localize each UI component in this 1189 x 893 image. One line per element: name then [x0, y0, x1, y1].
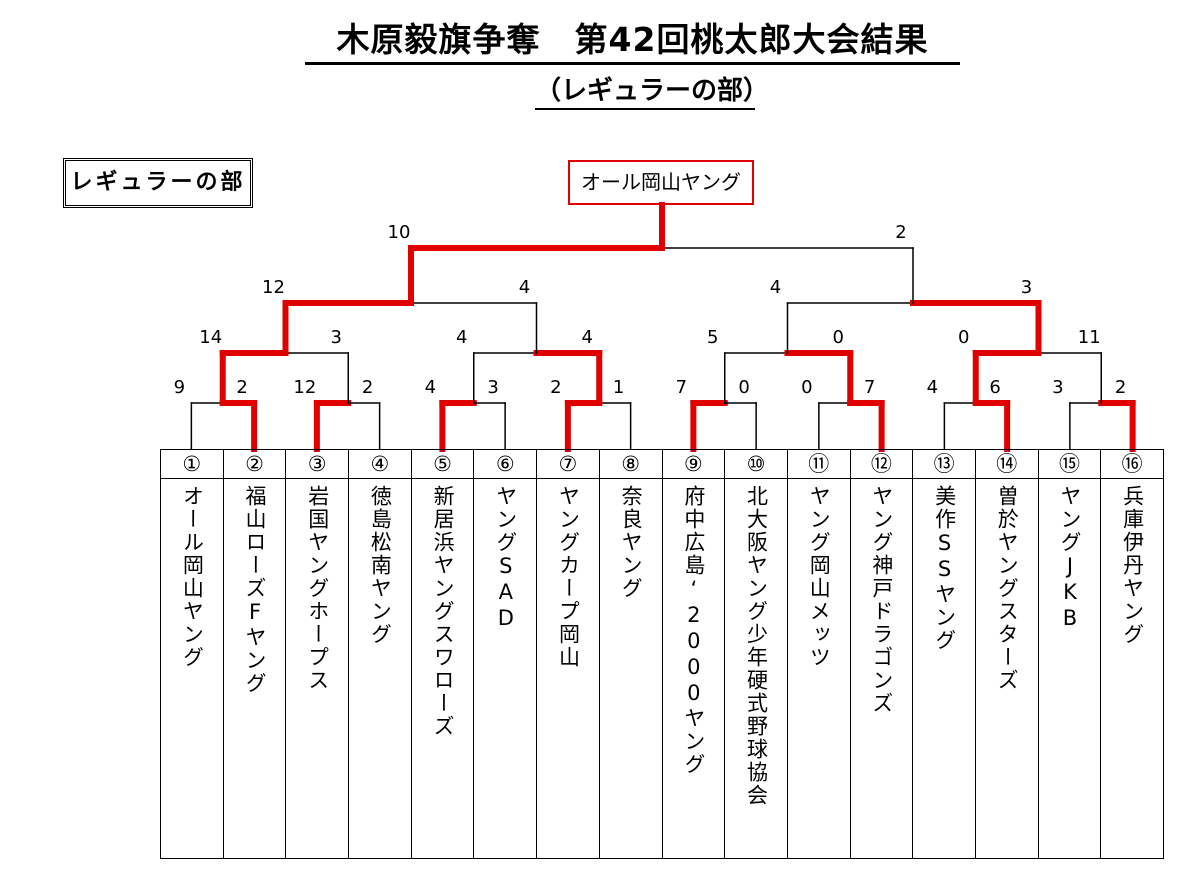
team-column: ⑤ 新居浜ヤングスワローズ [411, 450, 475, 858]
team-column: ③ 岩国ヤングホープス [286, 450, 350, 858]
team-number: ⑨ [662, 450, 725, 479]
score-label: 6 [989, 377, 1000, 398]
team-column: ⑯ 兵庫伊丹ヤング [1101, 450, 1163, 858]
team-number: ⑥ [474, 450, 537, 479]
team-name: オール岡山ヤング [180, 485, 205, 669]
team-number: ⑬ [913, 450, 975, 479]
team-column: ① オール岡山ヤング [161, 450, 224, 858]
score-label: 2 [362, 377, 373, 398]
score-label: 0 [738, 377, 749, 398]
team-number: ⑤ [411, 450, 474, 479]
score-label: 4 [927, 377, 938, 398]
team-name: 徳島松南ヤング [368, 485, 393, 646]
team-number: ⑫ [850, 450, 913, 479]
team-name: 北大阪ヤング少年硬式野球協会 [744, 485, 769, 807]
team-number: ⑭ [975, 450, 1038, 479]
team-name: 奈良ヤング [619, 485, 644, 600]
team-number: ① [161, 450, 223, 479]
score-label: 14 [199, 327, 222, 348]
score-label: 0 [833, 327, 844, 348]
score-label: 2 [1115, 377, 1126, 398]
team-column: ⑨ 府中広島‘2000ヤング [662, 450, 726, 858]
score-label: 12 [293, 377, 316, 398]
team-column: ⑥ ヤングSAD [474, 450, 538, 858]
team-table: ① オール岡山ヤング ② 福山ローズFヤング ③ 岩国ヤングホープス ④ 徳島松南ヤング ⑤ 新居… [160, 449, 1164, 859]
score-label: 11 [1078, 327, 1101, 348]
team-column: ⑬ 美作SSヤング [913, 450, 976, 858]
team-number: ⑮ [1038, 450, 1101, 479]
score-label: 7 [676, 377, 687, 398]
team-name: ヤングSAD [493, 485, 518, 632]
score-label: 9 [174, 377, 185, 398]
score-label: 0 [958, 327, 969, 348]
team-column: ② 福山ローズFヤング [223, 450, 287, 858]
team-column: ⑧ 奈良ヤング [599, 450, 663, 858]
score-label: 7 [864, 377, 875, 398]
team-number: ⑪ [787, 450, 850, 479]
section-label: レギュラーの部 [63, 158, 253, 208]
score-label: 2 [895, 222, 906, 243]
page-title: 木原毅旗争奪 第42回桃太郎大会結果 [305, 18, 960, 65]
score-label: 4 [582, 327, 593, 348]
score-label: 2 [550, 377, 561, 398]
team-column: ⑭ 曽於ヤングスターズ [975, 450, 1039, 858]
team-column: ⑩ 北大阪ヤング少年硬式野球協会 [725, 450, 788, 858]
team-column: ⑪ ヤング岡山メッツ [787, 450, 851, 858]
team-name: 曽於ヤングスターズ [995, 485, 1020, 692]
team-column: ④ 徳島松南ヤング [349, 450, 412, 858]
score-label: 0 [801, 377, 812, 398]
team-column: ⑦ ヤングカープ岡山 [537, 450, 600, 858]
team-number: ② [223, 450, 286, 479]
score-label: 5 [707, 327, 718, 348]
team-number: ⑩ [725, 450, 787, 479]
team-name: 岩国ヤングホープス [305, 485, 330, 692]
page-subtitle: （レギュラーの部） [535, 74, 769, 110]
team-column: ⑫ ヤング神戸ドラゴンズ [850, 450, 914, 858]
score-label: 4 [425, 377, 436, 398]
score-label: 4 [519, 277, 530, 298]
team-number: ⑧ [599, 450, 662, 479]
team-name: 新居浜ヤングスワローズ [431, 485, 456, 738]
score-label: 3 [1021, 277, 1032, 298]
score-label: 12 [262, 277, 285, 298]
score-label: 3 [487, 377, 498, 398]
team-name: 兵庫伊丹ヤング [1120, 485, 1145, 646]
score-label: 2 [236, 377, 247, 398]
team-number: ⑦ [537, 450, 599, 479]
team-number: ③ [286, 450, 349, 479]
team-name: ヤングカープ岡山 [556, 485, 581, 669]
team-name: 美作SSヤング [932, 485, 957, 652]
team-name: 府中広島‘2000ヤング [681, 485, 706, 776]
team-name: ヤング岡山メッツ [807, 485, 832, 669]
team-name: ヤング神戸ドラゴンズ [869, 485, 894, 715]
score-label: 10 [388, 222, 411, 243]
team-name: ヤングJKB [1057, 485, 1082, 632]
team-name: 福山ローズFヤング [243, 485, 268, 695]
score-label: 1 [613, 377, 624, 398]
team-number: ④ [349, 450, 411, 479]
team-number: ⑯ [1101, 450, 1163, 479]
team-column: ⑮ ヤングJKB [1038, 450, 1102, 858]
score-label: 4 [456, 327, 467, 348]
score-label: 3 [331, 327, 342, 348]
score-label: 4 [770, 277, 781, 298]
score-label: 3 [1052, 377, 1063, 398]
